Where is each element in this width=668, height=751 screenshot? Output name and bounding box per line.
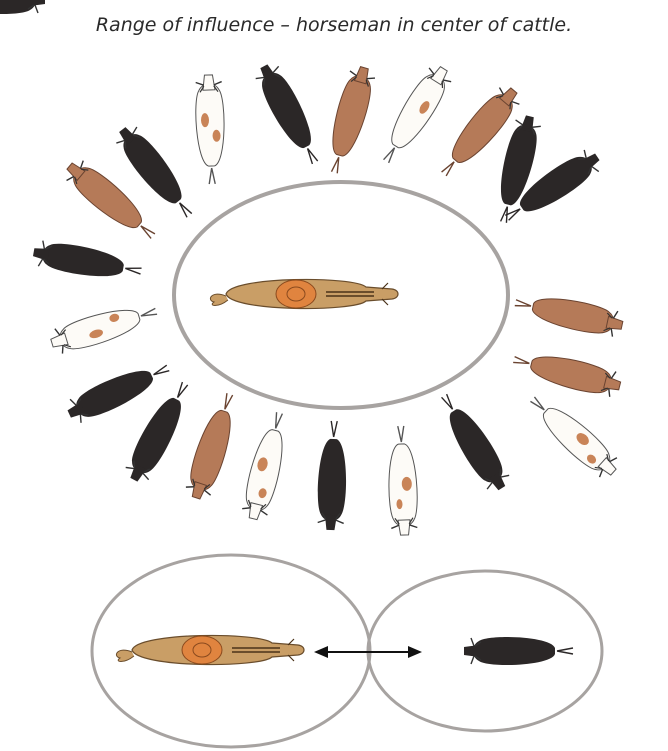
cattle-ring	[0, 0, 625, 535]
cow-icon	[523, 389, 623, 483]
cow-icon	[464, 637, 573, 665]
horseman-center-icon	[210, 279, 398, 308]
cow-icon	[511, 346, 624, 400]
cow-icon	[321, 64, 378, 177]
cow-icon	[31, 238, 143, 285]
cow-icon	[0, 0, 45, 14]
cow-icon	[251, 60, 327, 169]
cow-icon	[432, 388, 514, 495]
cow-icon	[240, 410, 294, 523]
cow-icon	[387, 426, 419, 536]
horseman-icon	[116, 635, 304, 664]
cow-icon	[512, 289, 624, 339]
cow-icon	[183, 390, 243, 502]
cow-icon	[374, 61, 456, 168]
cow-icon	[316, 421, 348, 531]
cow-icon	[48, 298, 160, 357]
cow-icon	[194, 75, 226, 185]
